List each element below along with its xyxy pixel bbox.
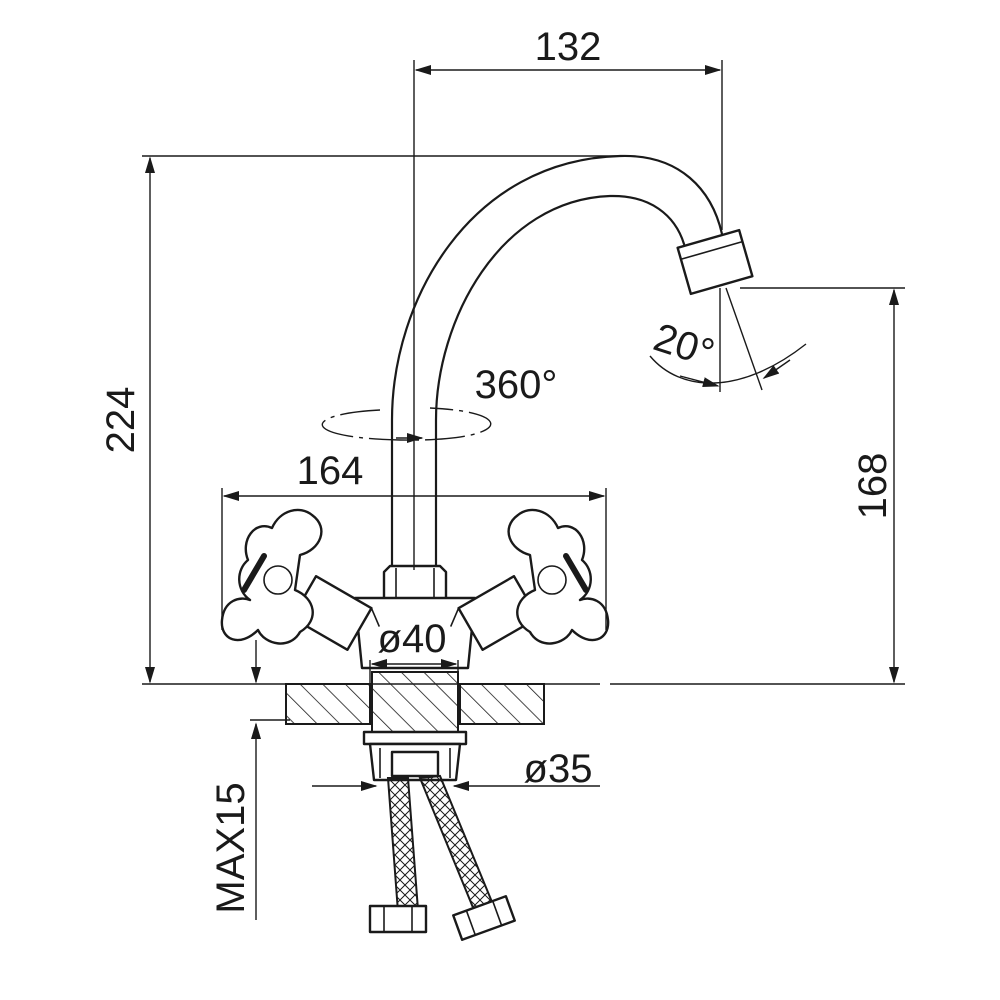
mixer-body bbox=[353, 596, 477, 670]
dimension-labels: 132 224 168 164 360° 20° ø40 ø35 MAX15 bbox=[99, 25, 895, 914]
aerator bbox=[676, 228, 754, 296]
shank-washer bbox=[362, 730, 468, 746]
spout-inner-line bbox=[434, 194, 686, 572]
handle-span-label: 164 bbox=[297, 449, 364, 493]
hose-nut-right bbox=[452, 895, 516, 941]
dimension-lines bbox=[142, 60, 905, 920]
neck-nut bbox=[382, 564, 448, 602]
mounting-gasket bbox=[371, 671, 459, 735]
reach-label: 132 bbox=[535, 25, 602, 69]
left-handle bbox=[220, 508, 323, 645]
countertop-left bbox=[285, 683, 371, 725]
supply-hoses bbox=[368, 774, 516, 941]
hose-right bbox=[418, 774, 494, 912]
height-label: 224 bbox=[99, 387, 143, 454]
hose-left bbox=[386, 777, 420, 914]
countertop-right bbox=[459, 683, 545, 725]
base-diameter-label: ø40 bbox=[378, 617, 447, 661]
max-thickness-label: MAX15 bbox=[209, 782, 253, 913]
hose-nut-left bbox=[368, 904, 428, 934]
countertop-section bbox=[285, 671, 545, 782]
right-handle bbox=[507, 508, 610, 645]
rotation-label: 360° bbox=[475, 363, 558, 407]
hole-diameter-label: ø35 bbox=[524, 747, 593, 791]
faucet-body bbox=[220, 154, 754, 670]
spout-height-label: 168 bbox=[851, 453, 895, 520]
spout-outer-line bbox=[390, 154, 724, 572]
tilt-label: 20° bbox=[648, 315, 719, 376]
